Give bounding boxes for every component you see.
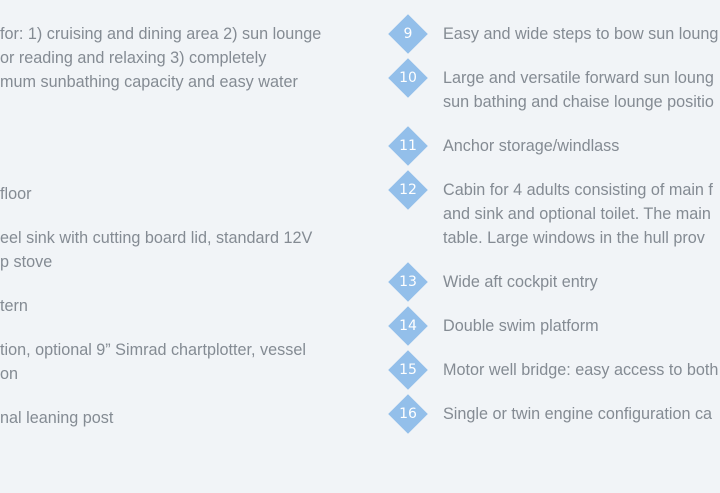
feature-text-line: Motor well bridge: easy access to both: [443, 361, 719, 379]
right-feature-item: Easy and wide steps to bow sun loung: [443, 22, 718, 46]
number-badge: 12: [388, 170, 428, 210]
number-badge: 10: [388, 58, 428, 98]
feature-text-line: Easy and wide steps to bow sun loung: [443, 25, 719, 43]
right-feature-item: Cabin for 4 adults consisting of main f …: [443, 178, 713, 250]
badge-number: 9: [403, 26, 413, 42]
feature-text-line: mum sunbathing capacity and easy water: [0, 73, 298, 91]
left-feature-item: tern: [0, 294, 28, 318]
number-badge: 15: [388, 350, 428, 390]
feature-text-line: table. Large windows in the hull prov: [443, 229, 705, 247]
feature-text-line: Cabin for 4 adults consisting of main f: [443, 181, 713, 199]
badge-number: 15: [399, 362, 417, 378]
left-feature-item: floor: [0, 182, 32, 206]
feature-text-line: Wide aft cockpit entry: [443, 273, 598, 291]
badge-number: 16: [399, 406, 417, 422]
feature-text-line: tion, optional 9” Simrad chartplotter, v…: [0, 341, 306, 359]
feature-text-line: tern: [0, 297, 28, 315]
right-feature-item: Double swim platform: [443, 314, 599, 338]
badge-number: 10: [399, 70, 417, 86]
left-feature-item: tion, optional 9” Simrad chartplotter, v…: [0, 338, 306, 386]
left-feature-item: nal leaning post: [0, 406, 113, 430]
number-badge: 13: [388, 262, 428, 302]
left-feature-item: eel sink with cutting board lid, standar…: [0, 226, 312, 274]
number-badge: 9: [388, 14, 428, 54]
feature-text-line: and sink and optional toilet. The main: [443, 205, 711, 223]
feature-text-line: for: 1) cruising and dining area 2) sun …: [0, 25, 322, 43]
feature-text-line: nal leaning post: [0, 409, 114, 427]
right-feature-item: Large and versatile forward sun loung su…: [443, 66, 714, 114]
feature-text-line: or reading and relaxing 3) completely: [0, 49, 267, 67]
right-feature-item: Single or twin engine configuration ca: [443, 402, 712, 426]
feature-text-line: Single or twin engine configuration ca: [443, 405, 713, 423]
feature-text-line: Anchor storage/windlass: [443, 137, 620, 155]
feature-text-line: eel sink with cutting board lid, standar…: [0, 229, 313, 247]
badge-number: 11: [399, 138, 417, 154]
number-badge: 16: [388, 394, 428, 434]
number-badge: 14: [388, 306, 428, 346]
feature-text-line: on: [0, 365, 19, 383]
badge-number: 13: [399, 274, 417, 290]
left-feature-item: for: 1) cruising and dining area 2) sun …: [0, 22, 321, 94]
badge-number: 14: [399, 318, 417, 334]
feature-text-line: p stove: [0, 253, 53, 271]
number-badge: 11: [388, 126, 428, 166]
feature-text-line: Large and versatile forward sun loung: [443, 69, 714, 87]
feature-text-line: Double swim platform: [443, 317, 599, 335]
badge-number: 12: [399, 182, 417, 198]
right-feature-item: Anchor storage/windlass: [443, 134, 619, 158]
right-feature-item: Motor well bridge: easy access to both: [443, 358, 718, 382]
right-feature-item: Wide aft cockpit entry: [443, 270, 598, 294]
feature-text-line: sun bathing and chaise lounge positio: [443, 93, 714, 111]
feature-text-line: floor: [0, 185, 32, 203]
